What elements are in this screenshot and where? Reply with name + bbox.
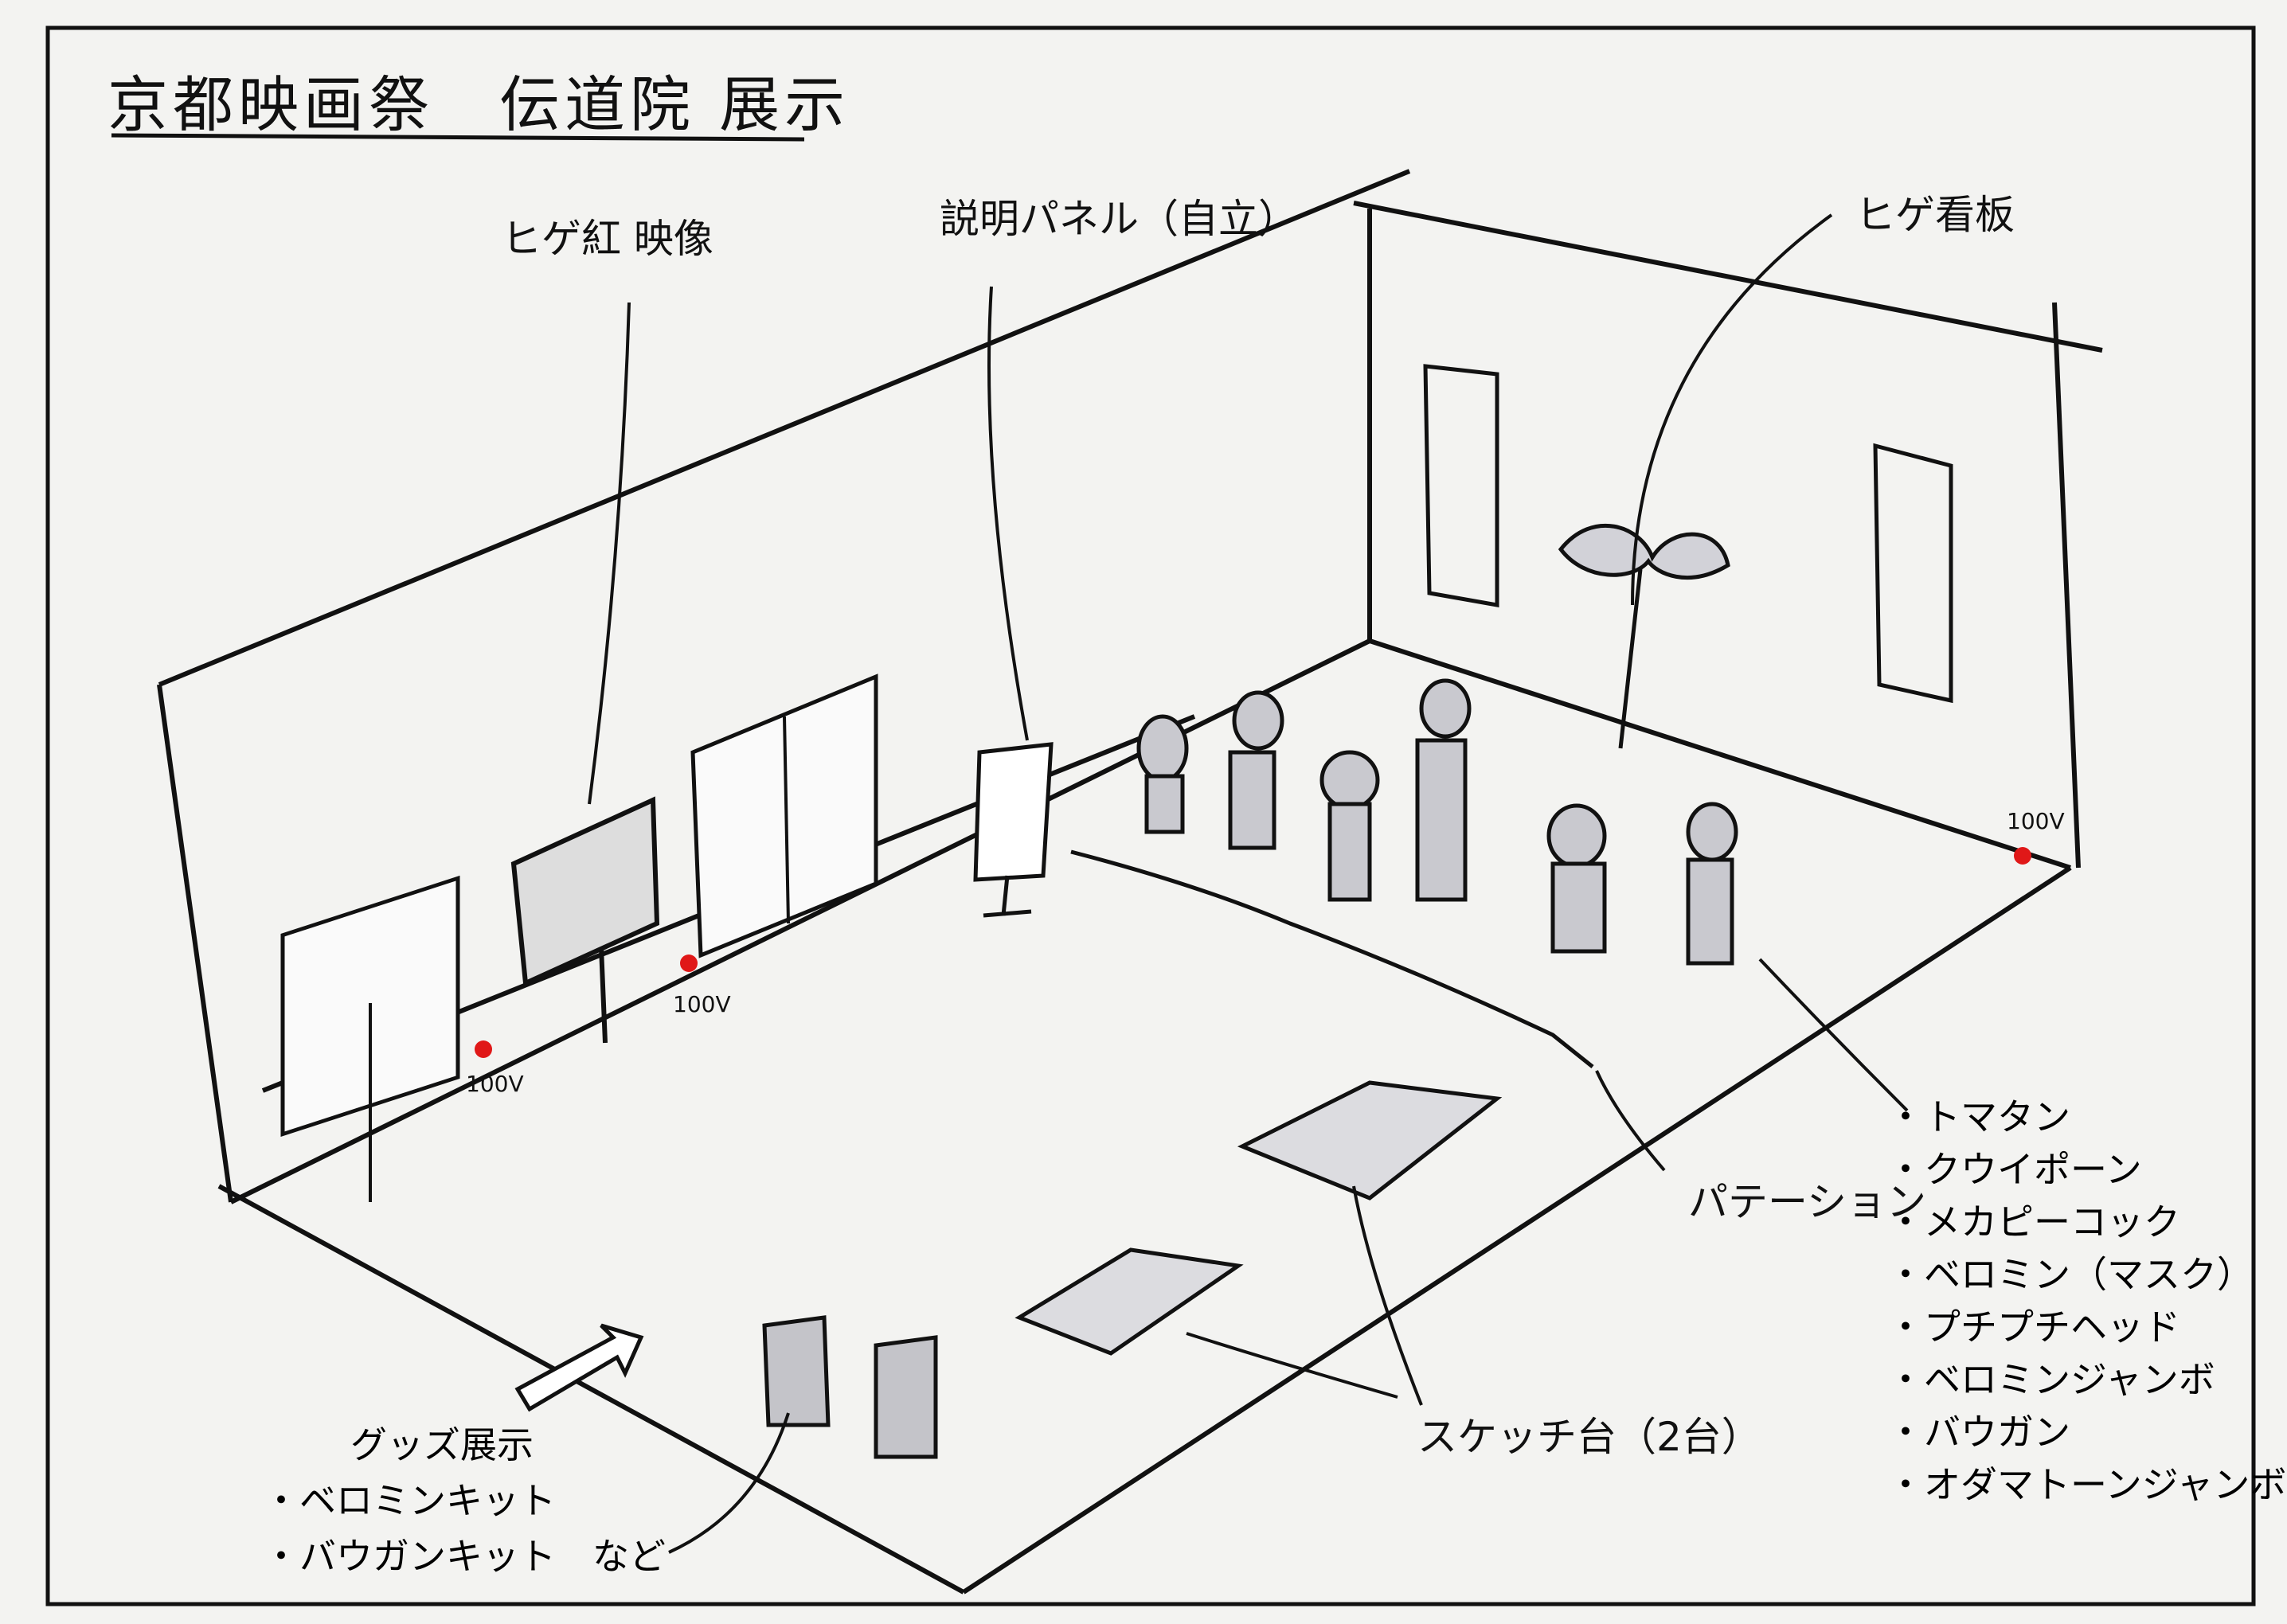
left-double-door — [280, 875, 460, 1202]
list-item: ・トマタン — [1887, 1095, 2070, 1138]
hige-sign — [1558, 523, 1730, 749]
center-double-door — [690, 673, 878, 958]
label-info-panel: 説明パネル（自立） — [940, 196, 1298, 242]
list-item: ・バウガン — [1887, 1411, 2070, 1454]
entrance-arrow — [514, 1323, 644, 1412]
goods-heading: グッズ展示 — [350, 1423, 534, 1466]
goods-item: ・バウガンキット など — [263, 1535, 666, 1578]
title-underline — [111, 133, 805, 142]
window-2 — [1873, 443, 1953, 704]
outlet-label-3: 100V — [2007, 808, 2065, 834]
label-partition: パテーション — [1688, 1179, 1926, 1225]
sketch-table-1 — [1237, 1080, 1503, 1200]
list-item: ・ベロミンジャンボ — [1887, 1358, 2215, 1401]
goods-case-2 — [874, 1335, 938, 1459]
outlet-label-2: 100V — [673, 991, 731, 1017]
figures-group — [1136, 678, 1738, 966]
partition-line — [1070, 849, 1594, 1068]
figures-list: ・トマタン ・クウイポーン ・メカピーコック ・ベロミン（マスク） ・プチプチヘ… — [1887, 1091, 2286, 1511]
outlet-dot-3 — [2014, 847, 2031, 865]
goods-block: グッズ展示 ・ベロミンキット ・バウガンキット など — [263, 1417, 666, 1584]
goods-item: ・ベロミンキット — [263, 1479, 556, 1522]
list-item: ・メカピーコック — [1887, 1200, 2180, 1243]
left-wall — [157, 169, 2103, 1595]
label-hige-sign: ヒゲ看板 — [1855, 192, 2015, 238]
list-item: ・オダマトーンジャンボ — [1887, 1463, 2287, 1506]
goods-case-1 — [762, 1315, 831, 1427]
page-title: 京都映画祭 伝道院 展示 — [108, 69, 850, 140]
leader-lines — [588, 213, 1909, 1554]
video-monitor — [510, 796, 660, 1044]
outlet-dot-1 — [475, 1040, 492, 1058]
outlet-dot-2 — [680, 954, 698, 972]
outlet-label-1: 100V — [466, 1071, 524, 1097]
label-video-monitor: ヒゲ紅 映像 — [502, 216, 713, 262]
label-sketch-table: スケッチ台（2台） — [1417, 1414, 1761, 1460]
window-1 — [1423, 364, 1499, 607]
list-item: ・ベロミン（マスク） — [1887, 1253, 2254, 1296]
sketch-table-2 — [1014, 1247, 1244, 1356]
info-panel-easel — [973, 742, 1054, 918]
list-item: ・プチプチヘッド — [1887, 1306, 2180, 1349]
list-item: ・クウイポーン — [1887, 1148, 2142, 1191]
paper-frame — [45, 25, 2256, 1606]
